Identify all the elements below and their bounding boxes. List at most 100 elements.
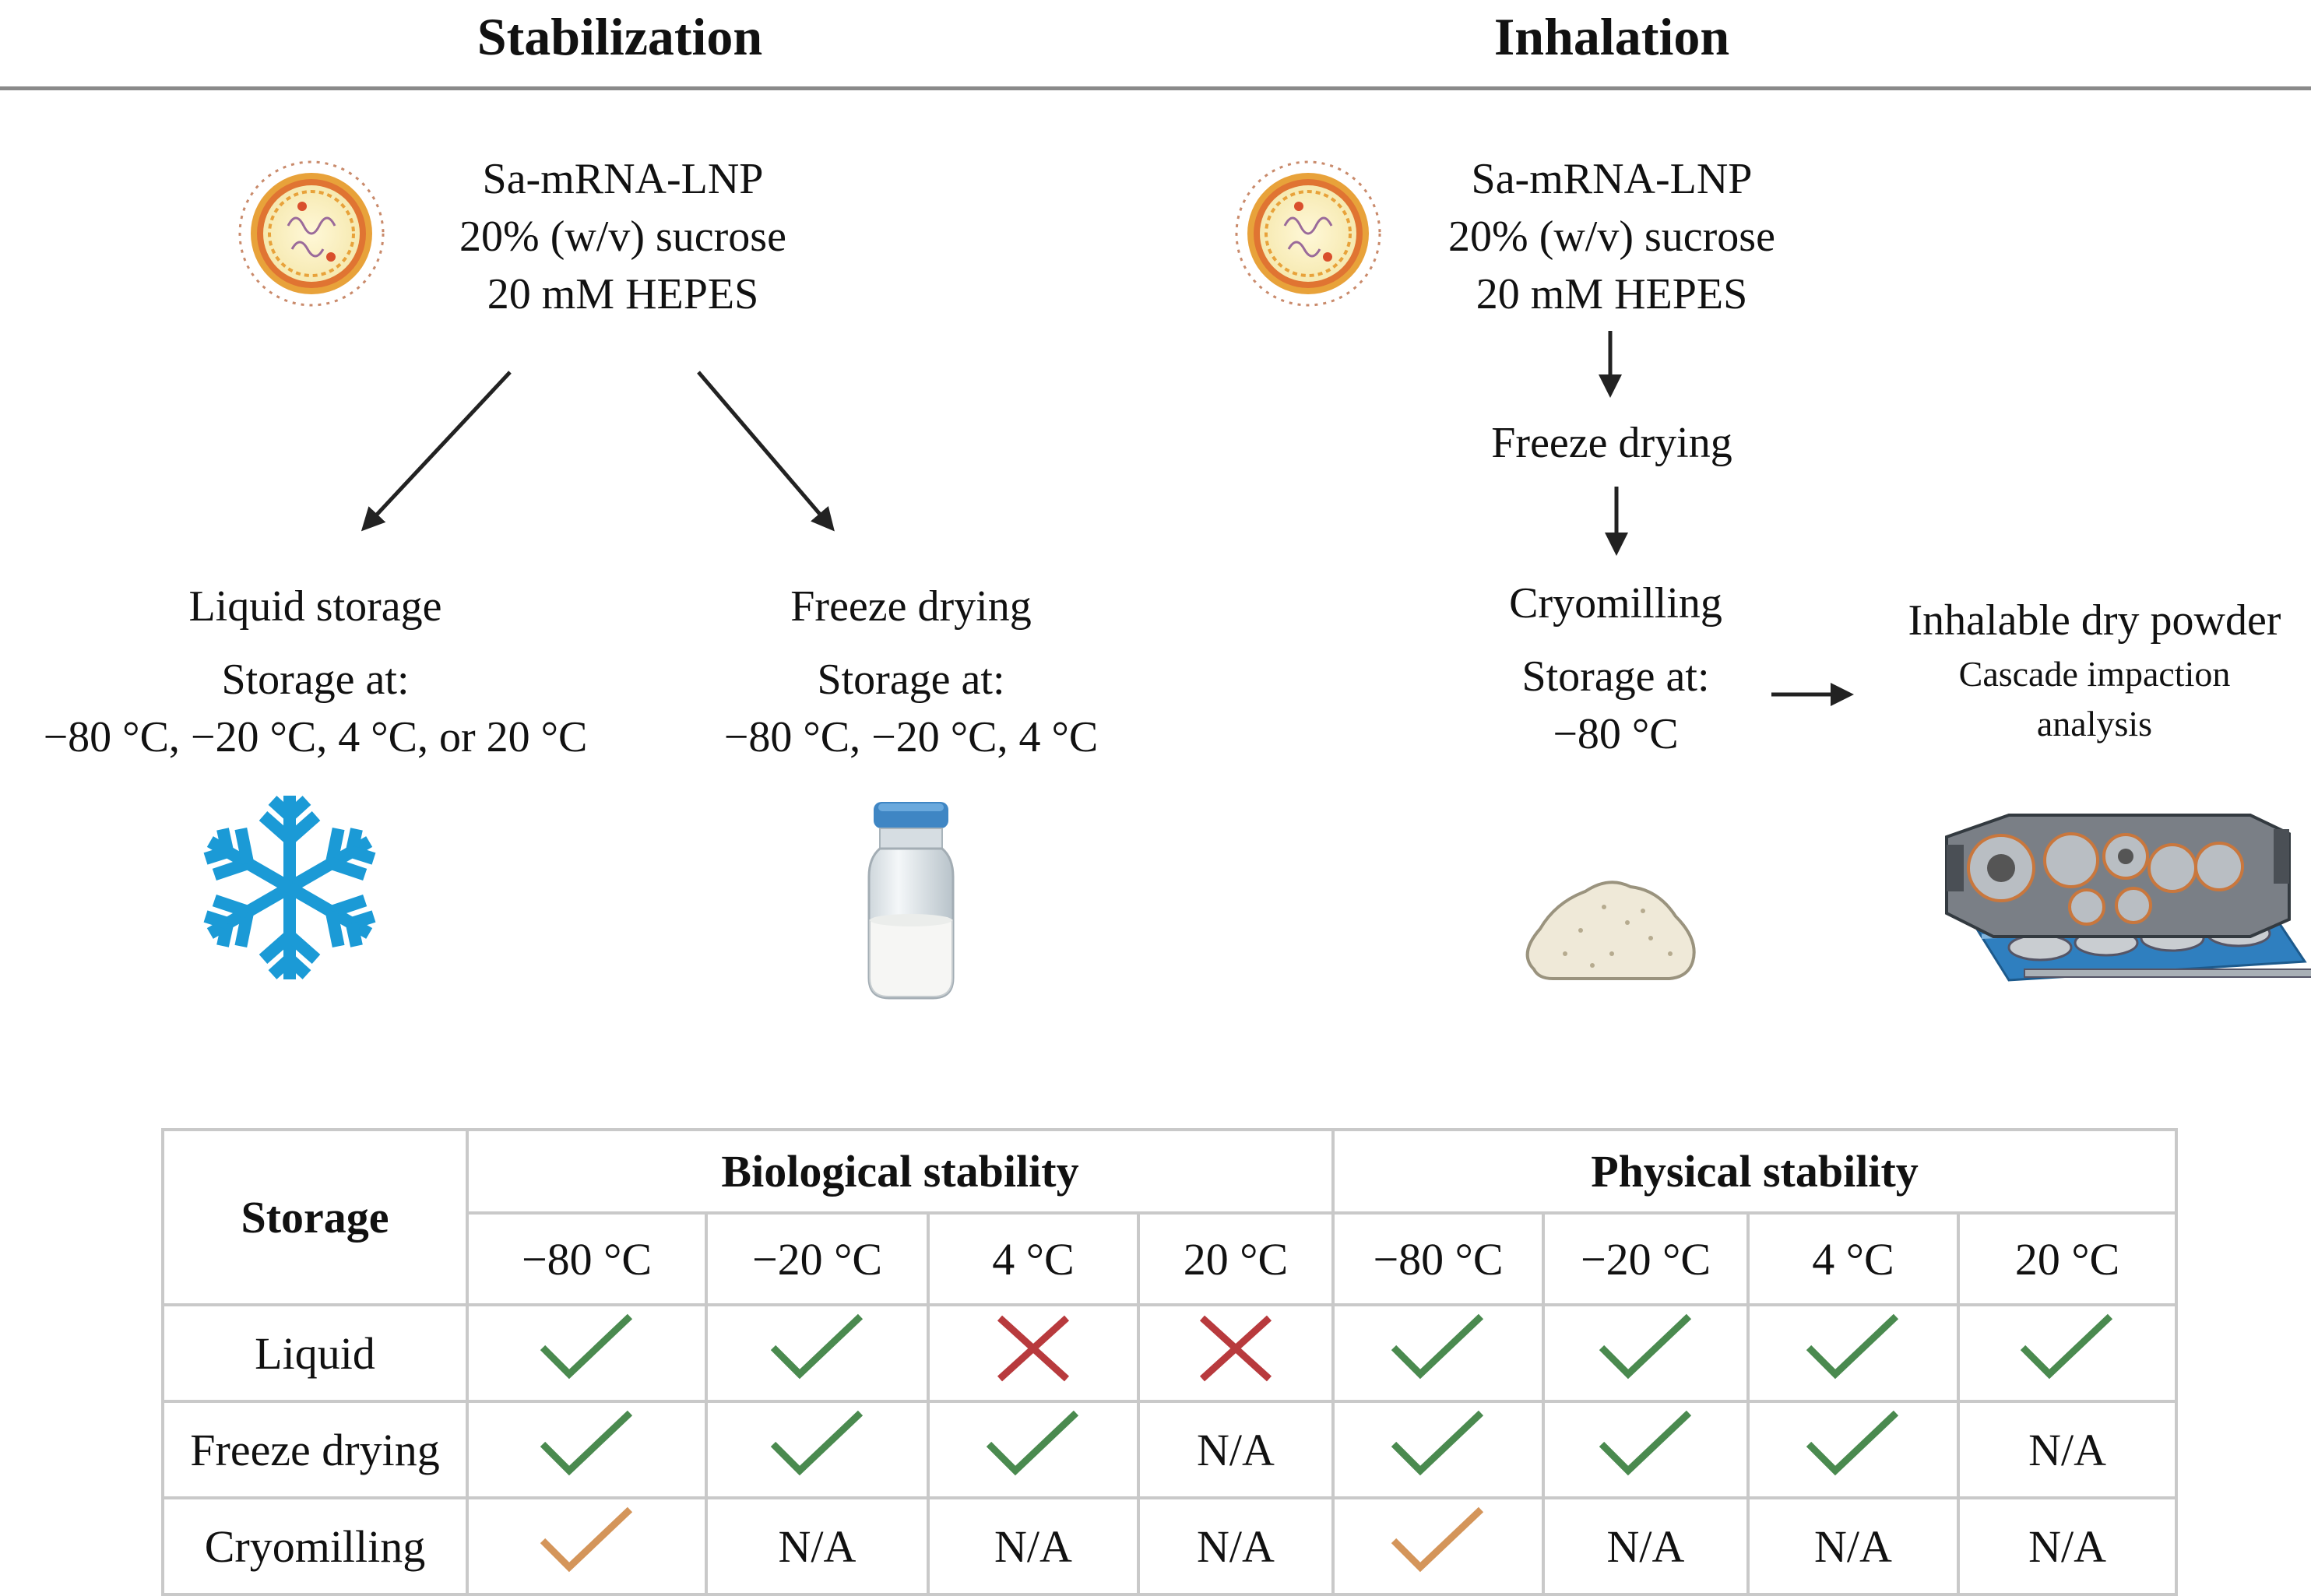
table-cell (705, 1400, 930, 1499)
table-cell (466, 1400, 708, 1499)
temp-header: −20 °C (705, 1211, 930, 1306)
freeze-drying-block: Freeze drying Storage at: −80 °C, −20 °C… (670, 578, 1152, 766)
check-icon (540, 1410, 632, 1476)
check-icon (1599, 1313, 1691, 1380)
table-group-header-row: Storage Biological stability Physical st… (161, 1128, 2179, 1306)
table-cell: N/A (1746, 1496, 1960, 1596)
stab-formulation: Sa-mRNA-LNP 20% (w/v) sucrose 20 mM HEPE… (420, 150, 825, 323)
partial-check-icon (540, 1506, 632, 1573)
cross-icon (1199, 1315, 1272, 1382)
inh-step-freeze-drying: Freeze drying (1491, 419, 1732, 467)
temp-header: 20 °C (1956, 1211, 2179, 1306)
table-cell (705, 1303, 930, 1403)
table-cell: N/A (1137, 1496, 1335, 1596)
temp-header: 4 °C (927, 1211, 1140, 1306)
table-cell (927, 1400, 1140, 1499)
stab-formulation-line: 20% (w/v) sucrose (459, 213, 786, 261)
table-cell: N/A (927, 1496, 1140, 1596)
arrow-to-freeze (697, 371, 835, 532)
check-icon (770, 1410, 863, 1476)
na-label: N/A (994, 1520, 1072, 1572)
check-icon (1391, 1313, 1484, 1380)
inh-result-sub: analysis (2036, 704, 2153, 744)
check-icon (1599, 1410, 1691, 1476)
freeze-storage-temps: −80 °C, −20 °C, 4 °C (723, 713, 1099, 761)
na-label: N/A (1814, 1520, 1892, 1572)
check-icon (2020, 1313, 2113, 1380)
table-cell (466, 1496, 708, 1596)
liquid-storage-title: Liquid storage (188, 582, 442, 631)
row-label: Cryomilling (161, 1496, 469, 1596)
lnp-particle-icon (238, 160, 385, 307)
check-icon (770, 1313, 863, 1380)
inh-step-cryomilling: Cryomilling (1509, 579, 1722, 628)
stabilization-title: Stabilization (477, 7, 763, 66)
table-cell: N/A (1542, 1496, 1750, 1596)
table-cell (466, 1303, 708, 1403)
liquid-storage-block: Liquid storage Storage at: −80 °C, −20 °… (8, 578, 623, 766)
check-icon (1806, 1313, 1899, 1380)
table-cell (1137, 1303, 1335, 1403)
inh-formulation: Sa-mRNA-LNP 20% (w/v) sucrose 20 mM HEPE… (1409, 150, 1814, 323)
powder-icon (1525, 881, 1696, 980)
inh-result-title: Inhalable dry powder (1908, 596, 2281, 645)
stability-table: Storage Biological stability Physical st… (161, 1128, 2179, 1596)
temp-header: 4 °C (1746, 1211, 1960, 1306)
inh-cryomilling-block: Cryomilling Storage at: −80 °C (1433, 575, 1799, 763)
table-cell (1331, 1400, 1545, 1499)
temp-header: 20 °C (1137, 1211, 1335, 1306)
table-cell (1331, 1496, 1545, 1596)
inh-result-sub: Cascade impaction (1958, 654, 2231, 694)
stab-formulation-line: 20 mM HEPES (487, 270, 759, 318)
check-icon (1391, 1410, 1484, 1476)
inh-formulation-line: 20% (w/v) sucrose (1448, 213, 1775, 261)
arrow-to-liquid (361, 371, 512, 532)
table-cell (927, 1303, 1140, 1403)
table-cell (1331, 1303, 1545, 1403)
physical-stability-header: Physical stability (1331, 1128, 2179, 1215)
na-label: N/A (778, 1520, 857, 1572)
storage-header: Storage (161, 1128, 469, 1306)
row-label: Liquid (161, 1303, 469, 1403)
stab-formulation-line: Sa-mRNA-LNP (482, 155, 764, 203)
check-icon (1806, 1410, 1899, 1476)
table-row: Freeze drying N/A N/A (161, 1400, 2179, 1499)
temp-header: −80 °C (466, 1211, 708, 1306)
inh-storage-temp: −80 °C (1553, 710, 1679, 758)
table-cell: N/A (1956, 1400, 2179, 1499)
temp-header: −80 °C (1331, 1211, 1545, 1306)
partial-check-icon (1391, 1506, 1484, 1573)
inhalation-title: Inhalation (1493, 7, 1730, 66)
na-label: N/A (2028, 1520, 2106, 1572)
liquid-storage-label: Storage at: (221, 656, 410, 704)
freeze-drying-title: Freeze drying (790, 582, 1032, 631)
inh-result-block: Inhalable dry powder Cascade impaction a… (1869, 592, 2311, 749)
table-cell: N/A (1137, 1400, 1335, 1499)
row-label: Freeze drying (161, 1400, 469, 1499)
cross-icon (997, 1315, 1070, 1382)
table-row: Cryomilling N/A N/A N/A N/A N/A N/A (161, 1496, 2179, 1596)
table-cell (1956, 1303, 2179, 1403)
snowflake-icon (197, 796, 382, 979)
biological-stability-header: Biological stability (466, 1128, 1335, 1215)
inh-storage-label: Storage at: (1521, 652, 1710, 701)
liquid-storage-temps: −80 °C, −20 °C, 4 °C, or 20 °C (43, 713, 588, 761)
freeze-storage-label: Storage at: (817, 656, 1005, 704)
na-label: N/A (1606, 1520, 1685, 1572)
vial-icon (867, 802, 955, 1000)
table-temp-header-row: −80 °C −20 °C 4 °C 20 °C −80 °C −20 °C 4… (163, 1211, 2179, 1306)
temp-header: −20 °C (1542, 1211, 1750, 1306)
table-cell (1542, 1303, 1750, 1403)
table-cell: N/A (705, 1496, 930, 1596)
header-divider (0, 86, 2311, 90)
na-label: N/A (1197, 1520, 1275, 1572)
table-cell (1746, 1303, 1960, 1403)
inh-formulation-line: Sa-mRNA-LNP (1471, 155, 1753, 203)
na-label: N/A (1197, 1424, 1275, 1475)
inh-formulation-line: 20 mM HEPES (1476, 270, 1748, 318)
table-row: Liquid (161, 1303, 2179, 1403)
table-cell: N/A (1956, 1496, 2179, 1596)
check-icon (540, 1313, 632, 1380)
table-cell (1542, 1400, 1750, 1499)
